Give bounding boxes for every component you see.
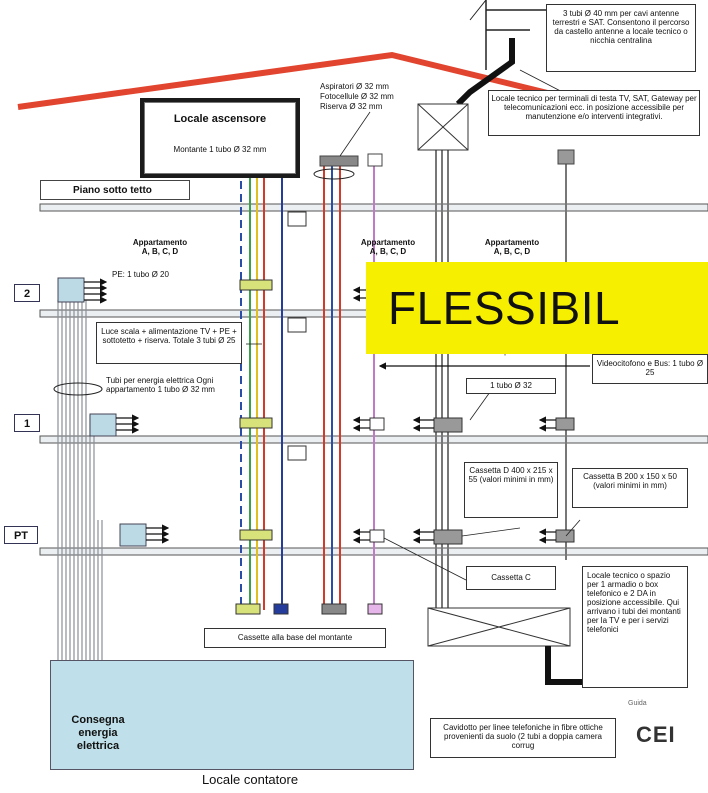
- base-cassettes-note: Cassette alla base del montante: [204, 628, 386, 648]
- base-cassettes: [235, 603, 383, 615]
- floor-tag-pt: PT: [4, 526, 38, 544]
- aspiratori-line-3: Riserva Ø 32 mm: [320, 102, 383, 111]
- lift-room: Locale ascensore Montante 1 tubo Ø 32 mm: [140, 98, 300, 178]
- tube-32-note: 1 tubo Ø 32: [466, 378, 556, 394]
- cei-guide-label: Guida: [628, 700, 647, 707]
- bundle-ring: [53, 382, 103, 396]
- junction-boxes: [239, 211, 575, 545]
- technical-room-bottom: [427, 607, 571, 647]
- videocitofono-note: Videocitofono e Bus: 1 tubo Ø 25: [592, 354, 708, 384]
- floor-tag-2: 2: [14, 284, 40, 302]
- attic-floor-label: Piano sotto tetto: [40, 180, 190, 200]
- cei-logo: CEI: [636, 722, 676, 747]
- technical-room-top-note: Locale tecnico per terminali di testa TV…: [488, 90, 700, 136]
- lift-room-subtitle: Montante 1 tubo Ø 32 mm: [173, 145, 267, 154]
- aspiratori-line-1: Aspiratori Ø 32 mm: [320, 82, 389, 91]
- floor-meter-boxes: [57, 277, 147, 547]
- meter-room-caption: Locale contatore: [201, 772, 299, 787]
- floor-feed-arrows: [84, 278, 170, 544]
- floor-tag-1: 1: [14, 414, 40, 432]
- technical-room-bottom-note: Locale tecnico o spazio per 1 armadio o …: [582, 566, 688, 688]
- cei-logo-panel: [616, 688, 708, 793]
- technical-room-top: [417, 103, 469, 151]
- meter-room: [50, 660, 414, 770]
- cassetta-c-note: Cassetta C: [466, 566, 556, 590]
- riser-caps: [272, 149, 575, 168]
- fiber-duct-note: Cavidotto per linee telefoniche in fibre…: [430, 718, 616, 758]
- energy-tube-bundle: [57, 300, 103, 660]
- cassetta-b-note: Cassetta B 200 x 150 x 50 (valori minimi…: [572, 468, 688, 508]
- apartment-arrows: [352, 286, 590, 544]
- cassetta-d-note: Cassetta D 400 x 215 x 55 (valori minimi…: [464, 462, 558, 518]
- energy-delivery-label: Consegna energia elettrica: [71, 714, 125, 752]
- flessibil-banner: FLESSIBIL: [366, 262, 708, 354]
- riser-ring: [313, 168, 355, 180]
- pe-tube-label: PE: 1 tubo Ø 20: [112, 270, 169, 279]
- antenna-note: 3 tubi Ø 40 mm per cavi antenne terrestr…: [546, 4, 696, 72]
- lift-room-title: Locale ascensore: [173, 113, 267, 125]
- antenna-icon: [469, 0, 548, 70]
- roof-line: [17, 51, 569, 110]
- antenna-cable: [455, 38, 515, 107]
- energy-tubes-note: Tubi per energia elettrica Ogni appartam…: [106, 376, 215, 394]
- stair-light-note: Luce scala + alimentazione TV + PE + sot…: [96, 322, 242, 364]
- aspiratori-line-2: Fotocellule Ø 32 mm: [320, 92, 394, 101]
